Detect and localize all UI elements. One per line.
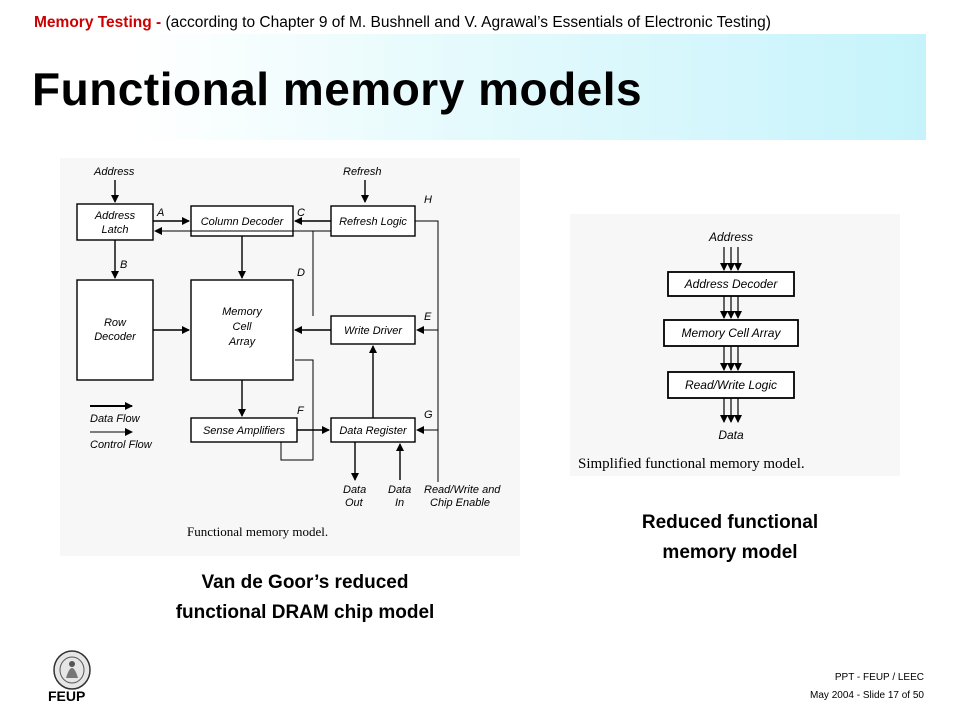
read-write-logic-label: Read/Write Logic — [685, 378, 777, 392]
right-address-label: Address — [708, 230, 753, 244]
sense-amplifiers-label: Sense Amplifiers — [203, 425, 286, 437]
right-caption: Reduced functional memory model — [560, 508, 900, 568]
write-driver-label: Write Driver — [344, 325, 403, 337]
address-latch-label-2: Latch — [102, 224, 129, 236]
row-decoder-label-2: Decoder — [94, 331, 137, 343]
read-write-label-2: Chip Enable — [430, 497, 490, 509]
address-latch-label-1: Address — [94, 210, 136, 222]
left-caption-line-2: functional DRAM chip model — [175, 602, 435, 623]
row-decoder-block — [76, 279, 154, 381]
memory-cell-array-label-2: Cell — [233, 321, 253, 333]
right-caption-line-1: Reduced functional — [641, 512, 819, 533]
address-decoder-label: Address Decoder — [684, 277, 779, 291]
data-out-label-2: Out — [345, 497, 364, 509]
column-decoder-label: Column Decoder — [201, 216, 285, 228]
slide-header: Memory Testing - (according to Chapter 9… — [34, 14, 771, 32]
data-in-label-1: Data — [388, 484, 411, 496]
feup-logo: FEUP — [44, 650, 100, 710]
memory-cell-array-block — [190, 279, 294, 381]
title-band — [130, 34, 926, 140]
feedback-line — [280, 359, 314, 461]
memory-cell-array-simple-label: Memory Cell Array — [682, 326, 782, 340]
data-out-label-1: Data — [343, 484, 366, 496]
point-label-f: F — [297, 405, 305, 417]
footer-slide-number: May 2004 - Slide 17 of 50 — [810, 690, 924, 701]
point-label-e: E — [424, 311, 432, 323]
address-input-label: Address — [93, 166, 135, 178]
left-caption-line-1: Van de Goor’s reduced — [201, 572, 409, 593]
point-label-g: G — [424, 409, 433, 421]
point-label-h: H — [424, 194, 432, 206]
slide-title: Functional memory models — [32, 63, 643, 115]
point-label-c: C — [297, 207, 305, 219]
memory-cell-array-label-3: Array — [228, 336, 257, 348]
footer-course: PPT - FEUP / LEEC — [834, 672, 924, 683]
control-line-h — [415, 220, 439, 440]
legend-data-flow-label: Data Flow — [90, 413, 141, 425]
header-course-title: Memory Testing - — [34, 14, 166, 31]
address-decoder-block — [667, 271, 795, 297]
left-figure-caption: Functional memory model. — [187, 524, 328, 539]
memory-cell-array-label-1: Memory — [222, 306, 263, 318]
write-driver-block — [330, 315, 416, 345]
data-register-block — [330, 417, 416, 443]
legend-control-flow-label: Control Flow — [90, 439, 153, 451]
header-reference: (according to Chapter 9 of M. Bushnell a… — [165, 14, 771, 31]
refresh-input-label: Refresh — [343, 166, 382, 178]
data-register-label: Data Register — [339, 425, 408, 437]
point-label-d: D — [297, 267, 305, 279]
right-figure-caption: Simplified functional memory model. — [578, 456, 805, 472]
point-label-a: A — [156, 207, 164, 219]
point-label-b: B — [120, 259, 127, 271]
left-caption: Van de Goor’s reduced functional DRAM ch… — [120, 568, 490, 628]
simplified-memory-model-diagram: Address Address Decoder Memory Cell Arra… — [578, 230, 805, 472]
right-data-label: Data — [718, 428, 744, 442]
sense-amplifiers-block — [190, 417, 298, 443]
read-write-label-1: Read/Write and — [424, 484, 501, 496]
data-in-label-2: In — [395, 497, 404, 509]
feup-logo-text: FEUP — [48, 688, 86, 704]
feup-emblem-icon — [53, 650, 91, 690]
refresh-logic-label: Refresh Logic — [339, 216, 407, 228]
row-decoder-label-1: Row — [104, 317, 127, 329]
right-caption-line-2: memory model — [662, 542, 798, 563]
control-line-column-to-writedriver — [293, 230, 314, 316]
